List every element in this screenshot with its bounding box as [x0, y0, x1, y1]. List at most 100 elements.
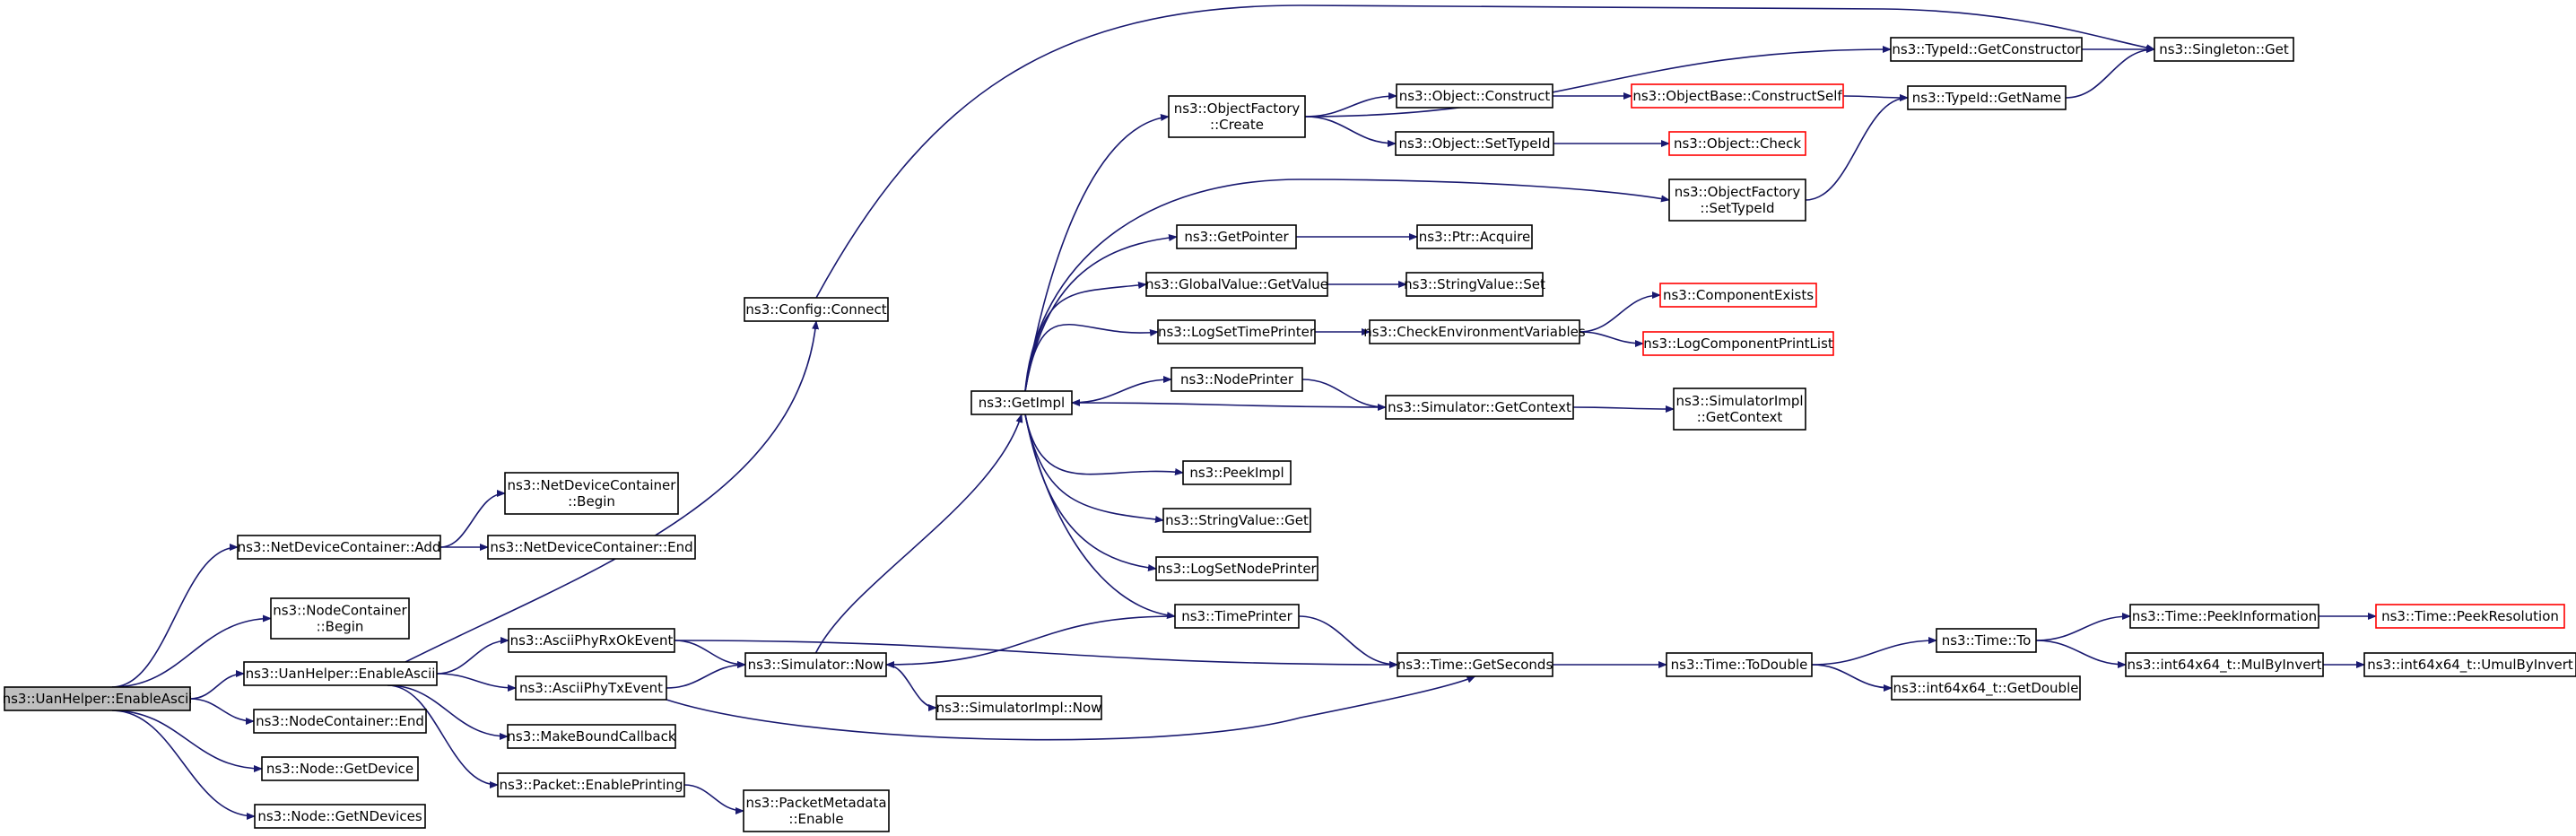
edge-getimpl-to-timeprinter — [1024, 414, 1176, 619]
node-asciiphytxevent[interactable]: ns3::AsciiPhyTxEvent — [515, 675, 667, 701]
node-int64x64-umulbyinvert[interactable]: ns3::int64x64_t::UmulByInvert — [2363, 652, 2576, 677]
node-stringvalue-get[interactable]: ns3::StringValue::Get — [1162, 508, 1311, 533]
node-label: ns3::Time::ToDouble — [1671, 657, 1808, 673]
node-box — [1416, 224, 1533, 249]
node-label: ns3::Object::Construct — [1399, 88, 1551, 104]
edge-line — [885, 664, 937, 711]
node-object-check[interactable]: ns3::Object::Check — [1668, 131, 1806, 156]
edge-line — [111, 710, 256, 820]
edge-packet_enableprinting-to-packetmetadata_enable — [683, 784, 744, 814]
node-packetmetadata-enable[interactable]: ns3::PacketMetadata::Enable — [743, 789, 890, 832]
node-label: ns3::Node::GetDevice — [266, 761, 413, 777]
node-logsetnodeprinter[interactable]: ns3::LogSetNodePrinter — [1155, 556, 1318, 581]
node-objectfactory-create[interactable]: ns3::ObjectFactory::Create — [1168, 95, 1306, 138]
node-asciiphyrxokevent[interactable]: ns3::AsciiPhyRxOkEvent — [508, 628, 675, 653]
node-typeid-getname[interactable]: ns3::TypeId::GetName — [1907, 85, 2067, 110]
node-packet-enableprinting[interactable]: ns3::Packet::EnablePrinting — [497, 772, 685, 797]
node-getpointer[interactable]: ns3::GetPointer — [1176, 224, 1297, 249]
node-int64x64-mulbyinvert[interactable]: ns3::int64x64_t::MulByInvert — [2125, 652, 2324, 677]
node-time-peekinformation[interactable]: ns3::Time::PeekInformation — [2129, 604, 2319, 629]
node-box — [243, 661, 438, 686]
node-stringvalue-set[interactable]: ns3::StringValue::Set — [1404, 272, 1545, 297]
edge-checkenvironmentvariables-to-componentexists — [1579, 292, 1661, 333]
node-globalvalue-getvalue[interactable]: ns3::GlobalValue::GetValue — [1145, 272, 1328, 297]
node-box — [1168, 95, 1306, 138]
node-label: ns3::CheckEnvironmentVariables — [1363, 324, 1586, 340]
edge-line — [1024, 414, 1184, 475]
node-time-getseconds[interactable]: ns3::Time::GetSeconds — [1397, 652, 1553, 677]
edge-line — [683, 784, 744, 814]
node-box — [1890, 37, 2083, 62]
node-box — [1666, 652, 1813, 677]
edge-line — [436, 673, 517, 692]
node-getimpl[interactable]: ns3::GetImpl — [970, 390, 1073, 415]
edge-objectfactory_settypeid-to-typeid_getname — [1805, 94, 1909, 201]
node-singleton-get[interactable]: ns3::Singleton::Get — [2154, 37, 2294, 62]
node-label: ::Begin — [317, 619, 364, 635]
node-label: ns3::Packet::EnablePrinting — [500, 777, 683, 793]
node-label: ns3::GetImpl — [979, 395, 1065, 411]
node-box — [1668, 131, 1806, 156]
node-config-connect[interactable]: ns3::Config::Connect — [744, 297, 889, 322]
edge-time_to-to-int64x64_mulbyinvert — [2035, 640, 2127, 668]
node-box — [1396, 83, 1553, 109]
node-label: ns3::AsciiPhyRxOkEvent — [510, 632, 674, 649]
node-checkenvironmentvariables[interactable]: ns3::CheckEnvironmentVariables — [1363, 319, 1586, 344]
edge-asciiphytxevent-to-simulator_now — [666, 661, 746, 689]
edge-line — [1024, 282, 1147, 392]
node-nodecontainer-end[interactable]: ns3::NodeContainer::End — [253, 709, 427, 734]
edge-line — [814, 414, 1023, 654]
node-peekimpl[interactable]: ns3::PeekImpl — [1182, 460, 1292, 485]
edge-netdevicecontainer_add-to-netdevicecontainer_begin — [439, 490, 506, 548]
node-label: ns3::Singleton::Get — [2159, 41, 2289, 57]
node-time-todouble[interactable]: ns3::Time::ToDouble — [1666, 652, 1813, 677]
edge-getimpl-to-nodeprinter — [1071, 376, 1172, 404]
edge-line — [2065, 46, 2155, 99]
node-label: ns3::GlobalValue::GetValue — [1145, 276, 1328, 292]
edge-uanhelper_enableascii_root-to-nodecontainer_begin — [111, 614, 272, 688]
node-objectbase-constructself[interactable]: ns3::ObjectBase::ConstructSelf — [1631, 83, 1844, 109]
node-object-construct[interactable]: ns3::Object::Construct — [1396, 83, 1553, 109]
node-nodeprinter[interactable]: ns3::NodePrinter — [1171, 367, 1303, 392]
node-box — [744, 297, 889, 322]
edge-getimpl-to-peekimpl — [1024, 414, 1184, 475]
node-logsettimeprinter[interactable]: ns3::LogSetTimePrinter — [1157, 319, 1316, 344]
node-box — [1936, 628, 2037, 653]
node-objectfactory-settypeid[interactable]: ns3::ObjectFactory::SetTypeId — [1668, 179, 1806, 222]
node-simulator-now[interactable]: ns3::Simulator::Now — [744, 652, 887, 677]
node-node-getndevices[interactable]: ns3::Node::GetNDevices — [254, 804, 426, 829]
node-netdevicecontainer-begin[interactable]: ns3::NetDeviceContainer::Begin — [504, 472, 679, 515]
node-time-peekresolution[interactable]: ns3::Time::PeekResolution — [2375, 604, 2565, 629]
node-int64x64-getdouble[interactable]: ns3::int64x64_t::GetDouble — [1891, 675, 2081, 701]
edge-config_connect-to-singleton_get — [815, 4, 2155, 299]
node-typeid-getconstructor[interactable]: ns3::TypeId::GetConstructor — [1890, 37, 2083, 62]
node-node-getdevice[interactable]: ns3::Node::GetDevice — [261, 756, 419, 781]
edge-uanhelper_enableascii-to-config_connect — [405, 320, 820, 663]
edge-line — [439, 490, 506, 548]
node-box — [1891, 675, 2081, 701]
node-timeprinter[interactable]: ns3::TimePrinter — [1174, 604, 1300, 629]
node-uanhelper-enableascii-root[interactable]: ns3::UanHelper::EnableAscii — [3, 686, 193, 711]
node-simulator-getcontext[interactable]: ns3::Simulator::GetContext — [1385, 395, 1574, 420]
node-simulatorimpl-now[interactable]: ns3::SimulatorImpl::Now — [936, 695, 1102, 720]
edge-line — [1842, 93, 1909, 101]
node-simulatorimpl-getcontext[interactable]: ns3::SimulatorImpl::GetContext — [1673, 388, 1806, 431]
node-logcomponentprintlist[interactable]: ns3::LogComponentPrintList — [1642, 331, 1834, 356]
node-label: ns3::Time::PeekResolution — [2381, 608, 2559, 624]
node-nodecontainer-begin[interactable]: ns3::NodeContainer::Begin — [270, 597, 410, 640]
node-box — [2154, 37, 2294, 62]
node-time-to[interactable]: ns3::Time::To — [1936, 628, 2037, 653]
node-ptr-acquire[interactable]: ns3::Ptr::Acquire — [1416, 224, 1533, 249]
node-object-settypeid[interactable]: ns3::Object::SetTypeId — [1395, 131, 1554, 156]
node-componentexists[interactable]: ns3::ComponentExists — [1659, 283, 1817, 308]
node-netdevicecontainer-add[interactable]: ns3::NetDeviceContainer::Add — [237, 535, 441, 560]
node-label: ns3::Object::Check — [1674, 135, 1801, 152]
node-uanhelper-enableascii[interactable]: ns3::UanHelper::EnableAscii — [243, 661, 438, 686]
node-box — [237, 535, 441, 560]
node-box — [1162, 508, 1311, 533]
node-makeboundcallback[interactable]: ns3::MakeBoundCallback — [507, 724, 676, 749]
node-label: ns3::GetPointer — [1184, 229, 1289, 245]
node-netdevicecontainer-end[interactable]: ns3::NetDeviceContainer::End — [487, 535, 696, 560]
node-box — [504, 472, 679, 515]
node-label: ns3::ObjectFactory — [1174, 100, 1301, 117]
